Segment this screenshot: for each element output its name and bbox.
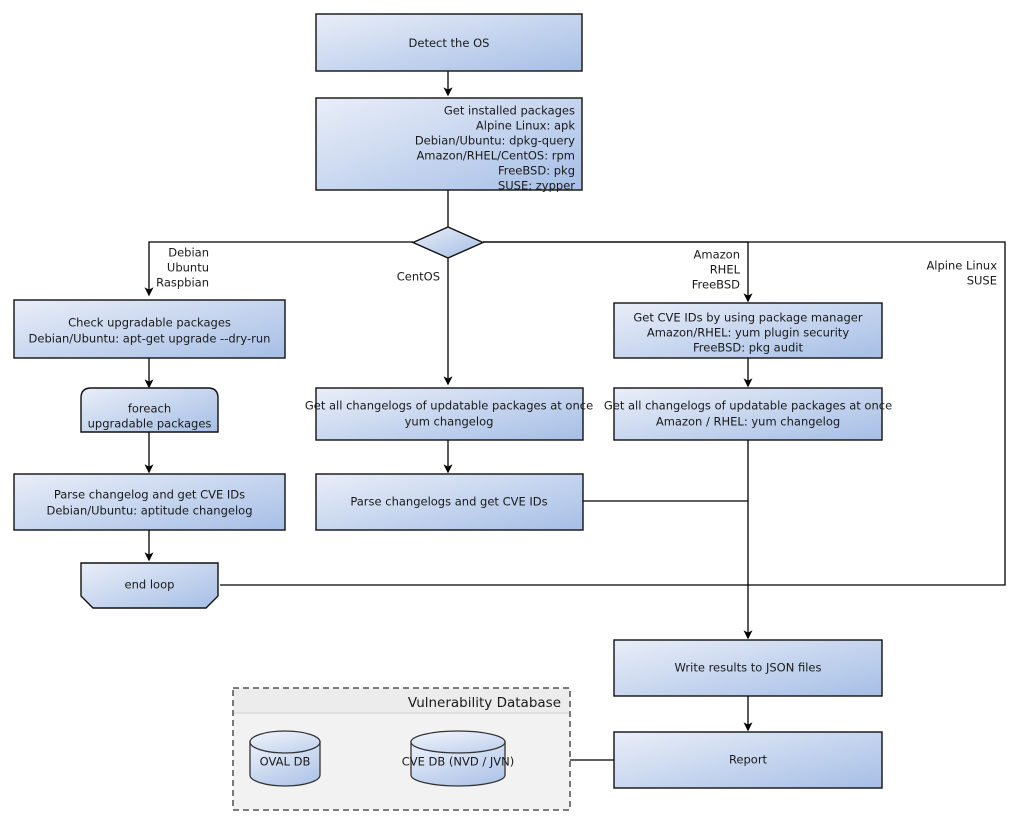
branch-amazon-line-1: RHEL [710,263,741,277]
branch-amazon-line-2: FreeBSD [692,278,740,292]
node-foreach-loop[interactable]: foreach upgradable packages [80,387,219,433]
node-write-results-label: Write results to JSON files [675,661,822,675]
branch-amazon-line-0: Amazon [694,248,740,262]
node-changelogs-centos-line-0: Get all changelogs of updatable packages… [305,399,593,413]
node-detect-os-label: Detect the OS [409,36,490,50]
branch-alpine-line-0: Alpine Linux [926,259,997,273]
node-packages-line-1: Alpine Linux: apk [476,119,575,133]
db-cylinder-oval[interactable]: OVAL DB [249,730,321,787]
db-cylinder-cve[interactable]: CVE DB (NVD / JVN) [402,730,515,787]
group-vulnerability-database: Vulnerability Database OVAL DB CVE DB (N… [232,687,571,811]
node-foreach-line-0: foreach [128,402,171,416]
node-foreach-line-1: upgradable packages [88,417,212,431]
node-parse-changelogs-centos-label: Parse changelogs and get CVE IDs [350,495,547,509]
node-changelogs-centos[interactable]: Get all changelogs of updatable packages… [305,387,593,441]
edges-layer [144,71,1006,761]
node-os-decision[interactable] [411,226,485,259]
node-changelogs-amazon-line-0: Get all changelogs of updatable packages… [604,399,892,413]
node-report[interactable]: Report [613,731,883,789]
branch-alpine-line-1: SUSE [967,274,997,288]
node-report-label: Report [729,753,768,767]
branch-centos-line-0: CentOS [397,270,440,284]
node-get-cve-ids-line-2: FreeBSD: pkg audit [693,341,804,355]
branch-debian-line-0: Debian [168,246,209,260]
node-changelogs-amazon[interactable]: Get all changelogs of updatable packages… [604,387,892,441]
branch-debian-line-1: Ubuntu [167,261,209,275]
edge-label-centos-branch: CentOS [397,270,440,284]
node-packages-line-2: Debian/Ubuntu: dpkg-query [415,134,575,148]
edge-label-amazon-branch: Amazon RHEL FreeBSD [692,248,741,292]
node-packages-line-0: Get installed packages [444,104,575,118]
node-get-installed-packages[interactable]: Get installed packages Alpine Linux: apk… [315,97,583,193]
node-get-cve-ids-pkgmgr[interactable]: Get CVE IDs by using package manager Ama… [613,302,883,359]
node-parse-changelog-line-1: Debian/Ubuntu: aptitude changelog [47,504,253,518]
node-parse-changelogs-centos[interactable]: Parse changelogs and get CVE IDs [315,473,584,531]
edge-decision-debian [144,241,413,297]
edge-decision-alpine [483,241,1006,586]
node-packages-line-5: SUSE: zypper [498,179,575,193]
node-get-cve-ids-line-1: Amazon/RHEL: yum plugin security [647,326,849,340]
db-cve-label: CVE DB (NVD / JVN) [402,755,515,769]
node-get-cve-ids-line-0: Get CVE IDs by using package manager [633,311,863,325]
edge-label-debian-branch: Debian Ubuntu Raspbian [156,246,209,290]
node-check-upgradable[interactable]: Check upgradable packages Debian/Ubuntu:… [13,299,286,359]
node-check-upgradable-line-1: Debian/Ubuntu: apt-get upgrade --dry-run [29,332,271,346]
node-changelogs-amazon-line-1: Amazon / RHEL: yum changelog [656,415,840,429]
node-parse-changelog-line-0: Parse changelog and get CVE IDs [54,488,245,502]
node-packages-line-4: FreeBSD: pkg [498,164,575,178]
db-oval-label: OVAL DB [260,755,311,769]
node-detect-os[interactable]: Detect the OS [315,13,583,72]
node-changelogs-centos-line-1: yum changelog [405,415,494,429]
branch-debian-line-2: Raspbian [156,276,209,290]
node-end-loop-label: end loop [125,578,175,592]
node-end-loop[interactable]: end loop [80,562,219,609]
node-write-results[interactable]: Write results to JSON files [613,639,883,697]
node-check-upgradable-line-0: Check upgradable packages [68,316,231,330]
node-packages-line-3: Amazon/RHEL/CentOS: rpm [416,149,575,163]
node-parse-changelog-debian[interactable]: Parse changelog and get CVE IDs Debian/U… [13,473,286,531]
group-title: Vulnerability Database [408,695,561,711]
edge-label-alpine-branch: Alpine Linux SUSE [926,259,997,288]
